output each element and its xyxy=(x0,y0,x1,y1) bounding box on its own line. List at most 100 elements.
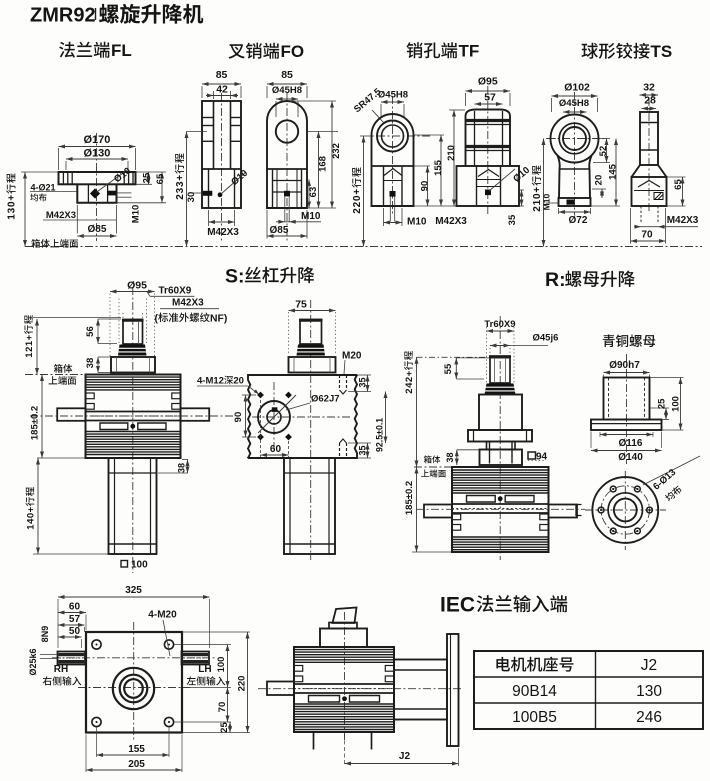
svg-text:Ø85: Ø85 xyxy=(270,225,289,236)
svg-text:M42X3: M42X3 xyxy=(207,227,239,238)
svg-text:Ø25k6: Ø25k6 xyxy=(28,648,38,675)
svg-text:M42X3: M42X3 xyxy=(667,215,699,226)
svg-text:4-M12: 4-M12 xyxy=(197,376,224,387)
svg-text:60: 60 xyxy=(270,444,282,455)
svg-text:M20: M20 xyxy=(342,351,362,362)
svg-text:J2: J2 xyxy=(641,657,657,674)
svg-text:70: 70 xyxy=(217,702,228,713)
svg-text:M10: M10 xyxy=(407,217,427,228)
svg-text:55: 55 xyxy=(443,363,454,374)
svg-text:56: 56 xyxy=(85,326,96,337)
svg-text:ZMR92: ZMR92 xyxy=(30,4,96,26)
svg-text:4-M20: 4-M20 xyxy=(148,610,177,621)
svg-text:325: 325 xyxy=(125,585,142,596)
svg-text:121+: 121+ xyxy=(24,334,35,357)
svg-text:242+: 242+ xyxy=(404,370,415,393)
svg-text:Ø116: Ø116 xyxy=(619,438,643,449)
svg-text:57: 57 xyxy=(484,91,496,103)
svg-text:Ø85: Ø85 xyxy=(88,224,107,235)
svg-text:100B5: 100B5 xyxy=(512,709,557,726)
svg-text:65: 65 xyxy=(155,173,166,184)
svg-text:100: 100 xyxy=(131,560,148,571)
svg-text:Ø45H8: Ø45H8 xyxy=(559,98,589,109)
svg-text:220+: 220+ xyxy=(352,188,363,214)
svg-text:Ø95: Ø95 xyxy=(127,279,147,291)
svg-text:TS: TS xyxy=(651,42,673,61)
svg-text:94: 94 xyxy=(536,452,548,463)
svg-text:70: 70 xyxy=(641,230,653,241)
svg-text:(: ( xyxy=(155,313,159,324)
svg-text:Ø102: Ø102 xyxy=(564,81,590,93)
svg-text:RH: RH xyxy=(54,664,68,675)
svg-text:63: 63 xyxy=(308,187,319,198)
svg-text:NF): NF) xyxy=(210,313,227,324)
svg-text:185±0.2: 185±0.2 xyxy=(30,406,41,440)
svg-text:130+: 130+ xyxy=(7,194,18,220)
svg-text:38: 38 xyxy=(85,358,96,369)
svg-text:M10: M10 xyxy=(542,193,552,210)
svg-text:Ø45j6: Ø45j6 xyxy=(533,333,559,344)
svg-text:R:: R: xyxy=(545,269,566,291)
svg-text:85: 85 xyxy=(281,69,293,81)
svg-text:8N9: 8N9 xyxy=(40,626,50,643)
svg-text:35: 35 xyxy=(357,377,367,387)
svg-text:140+: 140+ xyxy=(26,506,37,529)
svg-text:Ø130: Ø130 xyxy=(84,148,111,160)
svg-text:90: 90 xyxy=(233,412,244,423)
svg-text:IEC: IEC xyxy=(440,594,475,617)
svg-text:38: 38 xyxy=(445,452,455,462)
svg-text:25: 25 xyxy=(142,172,153,183)
svg-text:Ø90h7: Ø90h7 xyxy=(609,360,640,371)
svg-text:25: 25 xyxy=(657,398,668,409)
svg-text:50: 50 xyxy=(69,626,81,637)
svg-text:TF: TF xyxy=(459,42,480,61)
svg-text:25: 25 xyxy=(219,722,230,733)
svg-text:M42X3: M42X3 xyxy=(435,216,467,227)
svg-text:246: 246 xyxy=(636,709,662,726)
svg-text:90B14: 90B14 xyxy=(512,683,557,700)
svg-text:20: 20 xyxy=(233,376,244,387)
svg-text:Ø170: Ø170 xyxy=(84,134,111,146)
svg-text:S:: S: xyxy=(225,265,245,287)
svg-text:Ø72: Ø72 xyxy=(569,215,588,226)
svg-text:100: 100 xyxy=(216,657,227,673)
svg-text:M10: M10 xyxy=(301,211,321,222)
svg-text:155: 155 xyxy=(433,159,444,176)
svg-text:35: 35 xyxy=(507,214,518,225)
svg-text:Ø140: Ø140 xyxy=(618,452,643,463)
svg-text:52: 52 xyxy=(598,146,609,157)
svg-text:92.5±0.1: 92.5±0.1 xyxy=(375,418,385,452)
svg-text:145: 145 xyxy=(608,163,619,180)
svg-text:Ø45H8: Ø45H8 xyxy=(378,90,408,101)
svg-text:100: 100 xyxy=(671,396,682,412)
svg-text:Ø95: Ø95 xyxy=(478,75,498,87)
svg-text:28: 28 xyxy=(644,94,656,106)
svg-text:220: 220 xyxy=(237,676,248,692)
svg-text:FL: FL xyxy=(111,41,132,60)
svg-text:M10: M10 xyxy=(131,205,142,223)
svg-text:J2: J2 xyxy=(399,751,411,762)
svg-text:233+: 233+ xyxy=(175,174,186,200)
svg-text:57: 57 xyxy=(69,614,81,625)
svg-text:185±0.2: 185±0.2 xyxy=(404,481,415,515)
svg-text:232: 232 xyxy=(331,143,342,159)
svg-text:65: 65 xyxy=(673,179,684,190)
svg-text:32: 32 xyxy=(643,81,655,93)
svg-text:205: 205 xyxy=(128,759,145,770)
svg-text:210+: 210+ xyxy=(532,186,543,212)
svg-text:130: 130 xyxy=(636,683,662,700)
svg-text:60: 60 xyxy=(69,602,81,613)
svg-text:38: 38 xyxy=(176,463,186,473)
svg-text:85: 85 xyxy=(216,69,228,81)
svg-text:FO: FO xyxy=(281,42,305,61)
svg-text:Tr60X9: Tr60X9 xyxy=(484,319,515,330)
svg-text:4-Ø21: 4-Ø21 xyxy=(31,182,56,192)
svg-text:20: 20 xyxy=(594,175,605,186)
svg-text:M42X3: M42X3 xyxy=(172,298,204,309)
svg-text:168: 168 xyxy=(318,156,329,172)
svg-text:LH: LH xyxy=(198,664,211,675)
svg-text:Ø62J7: Ø62J7 xyxy=(311,394,340,405)
svg-text:Tr60X9: Tr60X9 xyxy=(159,286,192,297)
svg-text:42: 42 xyxy=(216,83,228,95)
svg-text:210: 210 xyxy=(446,145,457,161)
